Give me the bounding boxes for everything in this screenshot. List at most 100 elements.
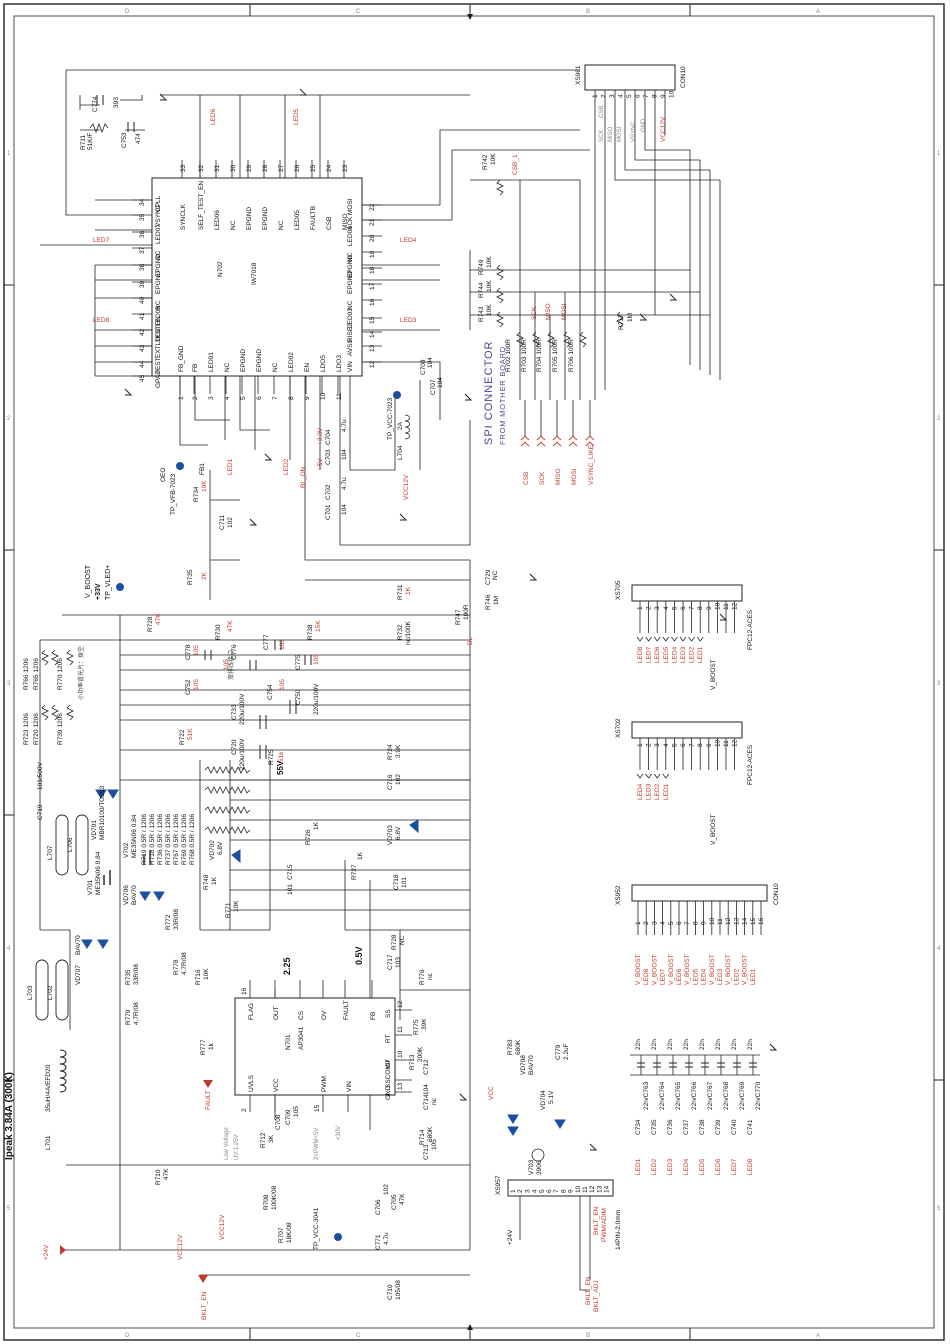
xs952-sig-8: LED4 — [701, 968, 708, 985]
n702-pin-17-name: EPGND — [347, 271, 354, 294]
n702-pin-12-num: 12 — [369, 360, 376, 368]
n702-pin-43-name: EXTLDO3 — [155, 328, 162, 358]
c719-ref: C719 — [37, 804, 44, 820]
bleed-r720: R720 1206 — [33, 713, 40, 745]
c704-ref: C704 — [325, 429, 332, 445]
n702-pin-11-name: LDO3 — [336, 355, 343, 372]
r747-val: 100R — [463, 604, 470, 620]
c739-plates — [717, 1062, 725, 1068]
vd704-ref: VD704 — [540, 1090, 547, 1110]
n702-pin-43-num: 43 — [139, 344, 146, 352]
net-led2: LED2 — [283, 458, 290, 475]
xs957-pin-4: 4 — [532, 1189, 539, 1193]
c703-ref: C703 — [325, 449, 332, 465]
n702-pin-9-name: EN — [304, 363, 311, 372]
bleed-r739: R739 1206 — [57, 713, 64, 745]
sense-resistor-2: R736 0.5R / 1206 — [157, 814, 164, 865]
c753-ref: C753 — [121, 132, 128, 148]
n701-bottom-pin-2-num: 15 — [314, 1104, 321, 1112]
r742-ref: R742 — [482, 154, 489, 170]
zone-bottom-2: C — [356, 1333, 361, 1339]
xs702-sig-0-arrow — [636, 773, 644, 779]
vd706-diode-b — [153, 891, 165, 901]
r727-val: 1K — [357, 851, 364, 860]
n701-top-pin-5-name: FB — [370, 1012, 377, 1020]
xs961-part: CON10 — [680, 66, 687, 88]
c729-val: NC — [492, 570, 499, 580]
c774-val: 393 — [113, 97, 120, 108]
r728b-val: 47K — [155, 613, 162, 625]
r779-ref: R779 — [125, 1009, 132, 1025]
c779-ref: C779 — [555, 1044, 562, 1060]
n702-pin-42-num: 42 — [139, 328, 146, 336]
n702-top-pins: 33SYNCLK32SELF_TEST_EN31LED0630NC29EPGND… — [180, 160, 349, 230]
xs705-ref: XS705 — [615, 580, 622, 600]
xs705-pin-5: 5 — [671, 606, 678, 610]
net-mosi: MOSI — [561, 303, 568, 320]
net-led8: LED8 — [93, 317, 110, 324]
boost-resistors: R728 47K R730 47K R738 15K R731 1K R732 … — [125, 584, 570, 1300]
xs957-sig-pwm: PWM/ADIM — [601, 1208, 608, 1242]
n702-pin-32-num: 32 — [198, 164, 205, 172]
r732-ref: R732 — [397, 624, 404, 640]
c712-ref: C712 — [423, 1059, 430, 1075]
r743-val: 10K — [486, 304, 493, 316]
net-led1: LED1 — [227, 458, 234, 475]
vd704-zener — [554, 1119, 566, 1129]
c708-val: 104 — [427, 357, 434, 368]
r744-val: 10K — [486, 280, 493, 292]
bleed-r766: R766 1206 — [23, 658, 30, 690]
xs702-sig-0: LED4 — [637, 783, 644, 800]
c774-ref: C774 — [92, 96, 99, 112]
sense-zigzag-1 — [204, 766, 251, 774]
c737-plates — [685, 1062, 693, 1068]
r746-ref: R746 — [485, 594, 492, 610]
r744-ref: R744 — [478, 282, 485, 298]
n701-bottom-pin-3-name: VIN — [346, 1081, 353, 1092]
n701-bottom-pin-0-num: 2 — [241, 1108, 248, 1112]
xs957-pin-6: 6 — [546, 1189, 553, 1193]
bleed-r765: R765 1206 — [33, 658, 40, 690]
xs702-pin-11: 11 — [723, 740, 730, 747]
xs961-sig-vcc12v: VCC12V — [660, 116, 667, 142]
xs702-part: FPC12-ACES — [747, 744, 754, 785]
r714-val: 680K — [427, 1126, 434, 1142]
n702-pin-40-name: NC — [155, 300, 162, 310]
n702-right-pins: 22MOSI21SCK20LED0419NC18EPGND17EPGND16NC… — [347, 198, 382, 372]
l703-ref: L703 — [27, 985, 34, 1000]
r716-ref: R716 — [195, 969, 202, 985]
xs952-pin-13: 13 — [733, 917, 740, 925]
xs702-pin-4: 4 — [663, 743, 670, 747]
r707-ref: R707 — [278, 1227, 285, 1243]
xs702-sig-3-arrow — [662, 773, 670, 779]
r748-ref: R748 — [203, 874, 210, 890]
r728b-ref: R728 — [147, 616, 154, 632]
n702-pin-6-name: EPGND — [256, 349, 263, 372]
c734-val: 22n — [635, 1039, 642, 1050]
xs705-pin-3: 3 — [654, 606, 661, 610]
c737-mid: 22n/C766 — [691, 1081, 698, 1110]
xs952-pin-5: 5 — [668, 921, 675, 925]
xs702-pin-3: 3 — [654, 743, 661, 747]
n702-pin-1-num: 1 — [178, 396, 185, 400]
r731-ref: R731 — [397, 584, 404, 600]
c735-val: 22n — [651, 1039, 658, 1050]
r730-val: 47K — [227, 620, 234, 632]
n702-pin-38-num: 38 — [139, 263, 146, 271]
n702-pin-27-num: 27 — [278, 164, 285, 172]
c734-plates — [637, 1062, 645, 1068]
boost-cap-plates — [204, 640, 312, 759]
power-nets: +24V VCC12V VCC12V BKLT_EN TP_VCC-3041 L… — [43, 1066, 342, 1320]
n702-pin-32-name: SELF_TEST_EN — [198, 181, 205, 230]
zone-left-2: 2 — [7, 416, 11, 422]
boost-capacitors: C778 105 C776 105 C777 105 C775 105 C752… — [37, 634, 408, 970]
xs952-sig-9: V_BOOST — [709, 954, 716, 985]
r711-body — [89, 122, 109, 134]
l702-ref: L702 — [47, 985, 54, 1000]
oeo-label: OEO — [160, 468, 167, 482]
spi-label-mosi: MOSI — [571, 468, 578, 485]
v05-label: 0.5V — [354, 946, 364, 965]
